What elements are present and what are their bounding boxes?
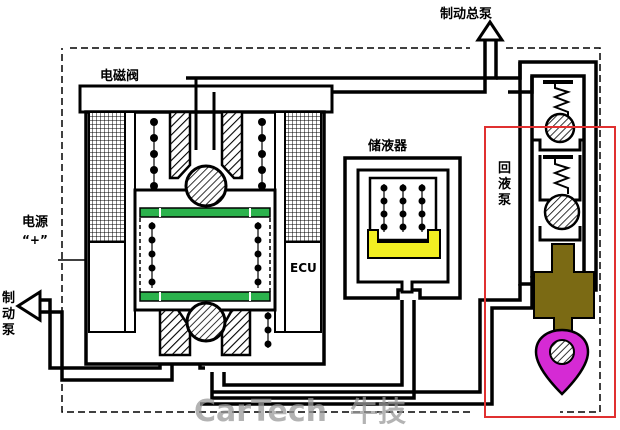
solenoid-valve	[78, 78, 334, 366]
coil-left	[88, 111, 126, 243]
armature-band-bottom	[139, 291, 271, 302]
label-wheel-cylinder-3: 泵	[2, 323, 15, 338]
cam-shaft	[549, 339, 575, 365]
accumulator-fluid	[367, 229, 441, 259]
coil-right	[284, 111, 322, 243]
watermark-latin: CarTech	[194, 394, 327, 429]
label-accumulator: 储液器	[367, 138, 408, 154]
master-cylinder-port	[186, 19, 505, 94]
return-line	[200, 276, 534, 406]
armature-band-top	[139, 207, 271, 218]
accumulator	[343, 156, 462, 300]
label-return-pump-2: 液	[498, 176, 511, 192]
return-pump-highlight	[484, 126, 616, 418]
inlet-check-ball	[543, 193, 581, 231]
wheel-cylinder-arrow	[15, 289, 42, 323]
label-return-pump-1: 回	[498, 161, 511, 176]
label-master-cylinder: 制动总泵	[440, 6, 492, 22]
accumulator-piping	[210, 300, 416, 400]
label-power-plus: “+”	[22, 233, 48, 247]
label-solenoid-valve: 电磁阀	[100, 68, 139, 84]
label-wheel-cylinder-2: 动	[2, 307, 15, 322]
label-power: 电源	[22, 214, 48, 230]
lower-valve-ball	[185, 301, 227, 343]
label-return-pump-3: 泵	[498, 193, 511, 208]
watermark-cjk: 牛技	[350, 395, 406, 428]
housing-dashed-outline	[61, 47, 601, 413]
label-wheel-cylinder-1: 制	[2, 290, 15, 306]
upper-valve-ball	[184, 164, 228, 208]
label-ecu: ECU	[290, 261, 317, 275]
